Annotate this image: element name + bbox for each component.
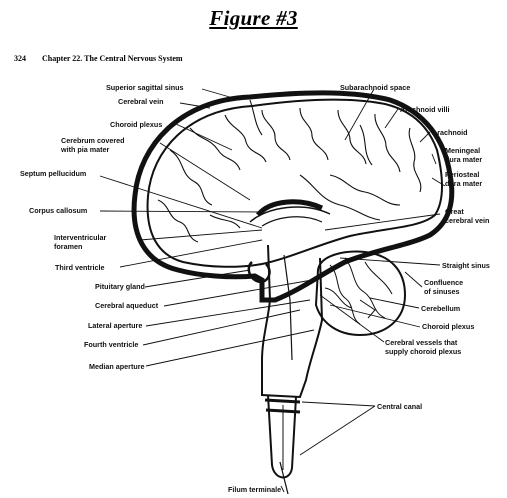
- cerebrum-outline: [148, 100, 442, 267]
- label-choroid-plexus-bottom: Choroid plexus: [422, 322, 474, 331]
- dura-outline: [134, 93, 452, 300]
- label-fourth-ventricle: Fourth ventricle: [84, 340, 138, 349]
- label-cerebellum: Cerebellum: [421, 304, 460, 313]
- label-meningeal-dura-line2: dura mater: [445, 155, 482, 164]
- label-superior-sagittal-sinus: Superior sagittal sinus: [106, 83, 183, 92]
- label-straight-sinus: Straight sinus: [442, 261, 490, 270]
- label-interventricular-foramen-line2: foramen: [54, 242, 82, 251]
- label-periosteal-dura: Periosteal: [445, 170, 479, 179]
- label-corpus-callosum: Corpus callosum: [29, 206, 87, 215]
- label-filum-terminale: Filum terminale: [228, 485, 281, 494]
- label-subarachnoid-space: Subarachnoid space: [340, 83, 410, 92]
- label-arachnoid-villi: Arachnoid villi: [400, 105, 450, 114]
- label-third-ventricle: Third ventricle: [55, 263, 105, 272]
- label-interventricular-foramen: Interventricular: [54, 233, 107, 242]
- label-great-cerebral-vein: Great: [445, 207, 464, 216]
- label-lateral-aperture: Lateral aperture: [88, 321, 142, 330]
- label-meningeal-dura: Meningeal: [445, 146, 480, 155]
- label-arachnoid: Arachnoid: [432, 128, 468, 137]
- label-cerebral-vessels: Cerebral vessels that: [385, 338, 458, 347]
- label-confluence-of-sinuses-line2: of sinuses: [424, 287, 460, 296]
- label-median-aperture: Median aperture: [89, 362, 145, 371]
- label-cerebral-vessels-line2: supply choroid plexus: [385, 347, 461, 356]
- label-cerebrum-covered-line2: with pia mater: [60, 145, 110, 154]
- label-confluence-of-sinuses: Confluence: [424, 278, 463, 287]
- spinal-cord: [268, 395, 296, 477]
- label-cerebrum-covered: Cerebrum covered: [61, 136, 125, 145]
- brainstem: [262, 245, 322, 397]
- label-septum-pellucidum: Septum pellucidum: [20, 169, 86, 178]
- label-great-cerebral-vein-line2: cerebral vein: [445, 216, 489, 225]
- label-pituitary-gland: Pituitary gland: [95, 282, 145, 291]
- label-periosteal-dura-line2: dura mater: [445, 179, 482, 188]
- label-cerebral-vein: Cerebral vein: [118, 97, 164, 106]
- label-cerebral-aqueduct: Cerebral aqueduct: [95, 301, 159, 310]
- label-central-canal: Central canal: [377, 402, 422, 411]
- label-choroid-plexus-top: Choroid plexus: [110, 120, 162, 129]
- brain-drawing: [134, 93, 452, 494]
